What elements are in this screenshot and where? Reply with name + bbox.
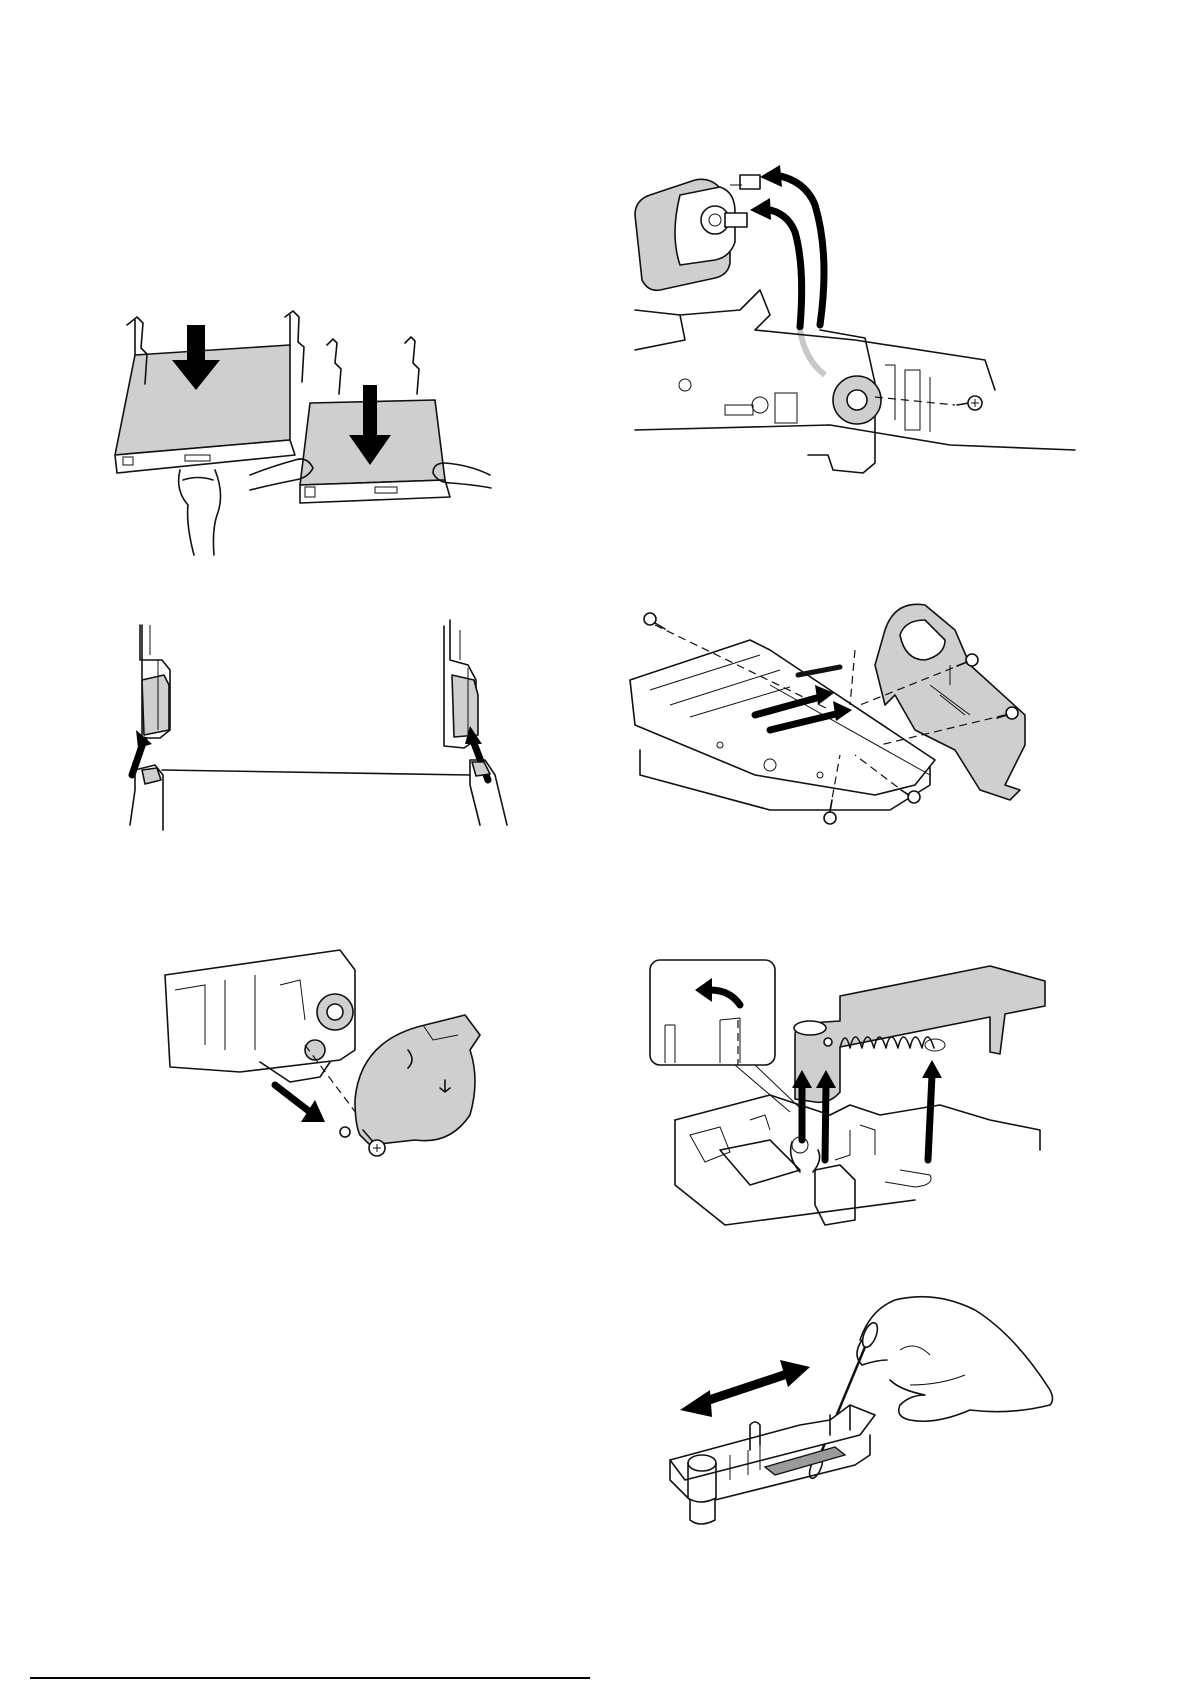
up-arrow-icon [825, 1085, 826, 1160]
belt-shaft [162, 770, 470, 775]
belt-unit-right [300, 337, 450, 503]
screw-icon [824, 800, 836, 824]
cleaning-swab-illustration [670, 1295, 1095, 1525]
hand-icon [860, 1297, 1053, 1422]
belt-guide-rails-illustration [120, 620, 540, 825]
lever-part [670, 1405, 875, 1524]
drive-motor-removal-illustration [635, 165, 1075, 510]
double-arrow-icon [680, 1360, 810, 1417]
hand-icon [179, 470, 221, 555]
curved-arrow-icon [765, 209, 802, 327]
screw-icon [875, 396, 982, 410]
down-right-arrow-icon [275, 1085, 310, 1112]
gear-cover-removal-illustration [165, 950, 485, 1190]
belt-unit-left [115, 311, 304, 473]
footer-rule [30, 1677, 590, 1679]
gear-cover [355, 1015, 480, 1145]
up-arrow-icon [928, 1075, 932, 1160]
transfer-belt-install-illustration [105, 305, 545, 555]
drive-motor [635, 175, 760, 290]
lever-spring-removal-illustration [650, 960, 1100, 1245]
detail-inset [650, 960, 800, 1112]
screw-icon [644, 613, 665, 629]
frame-screw-removal-illustration [630, 605, 1090, 900]
